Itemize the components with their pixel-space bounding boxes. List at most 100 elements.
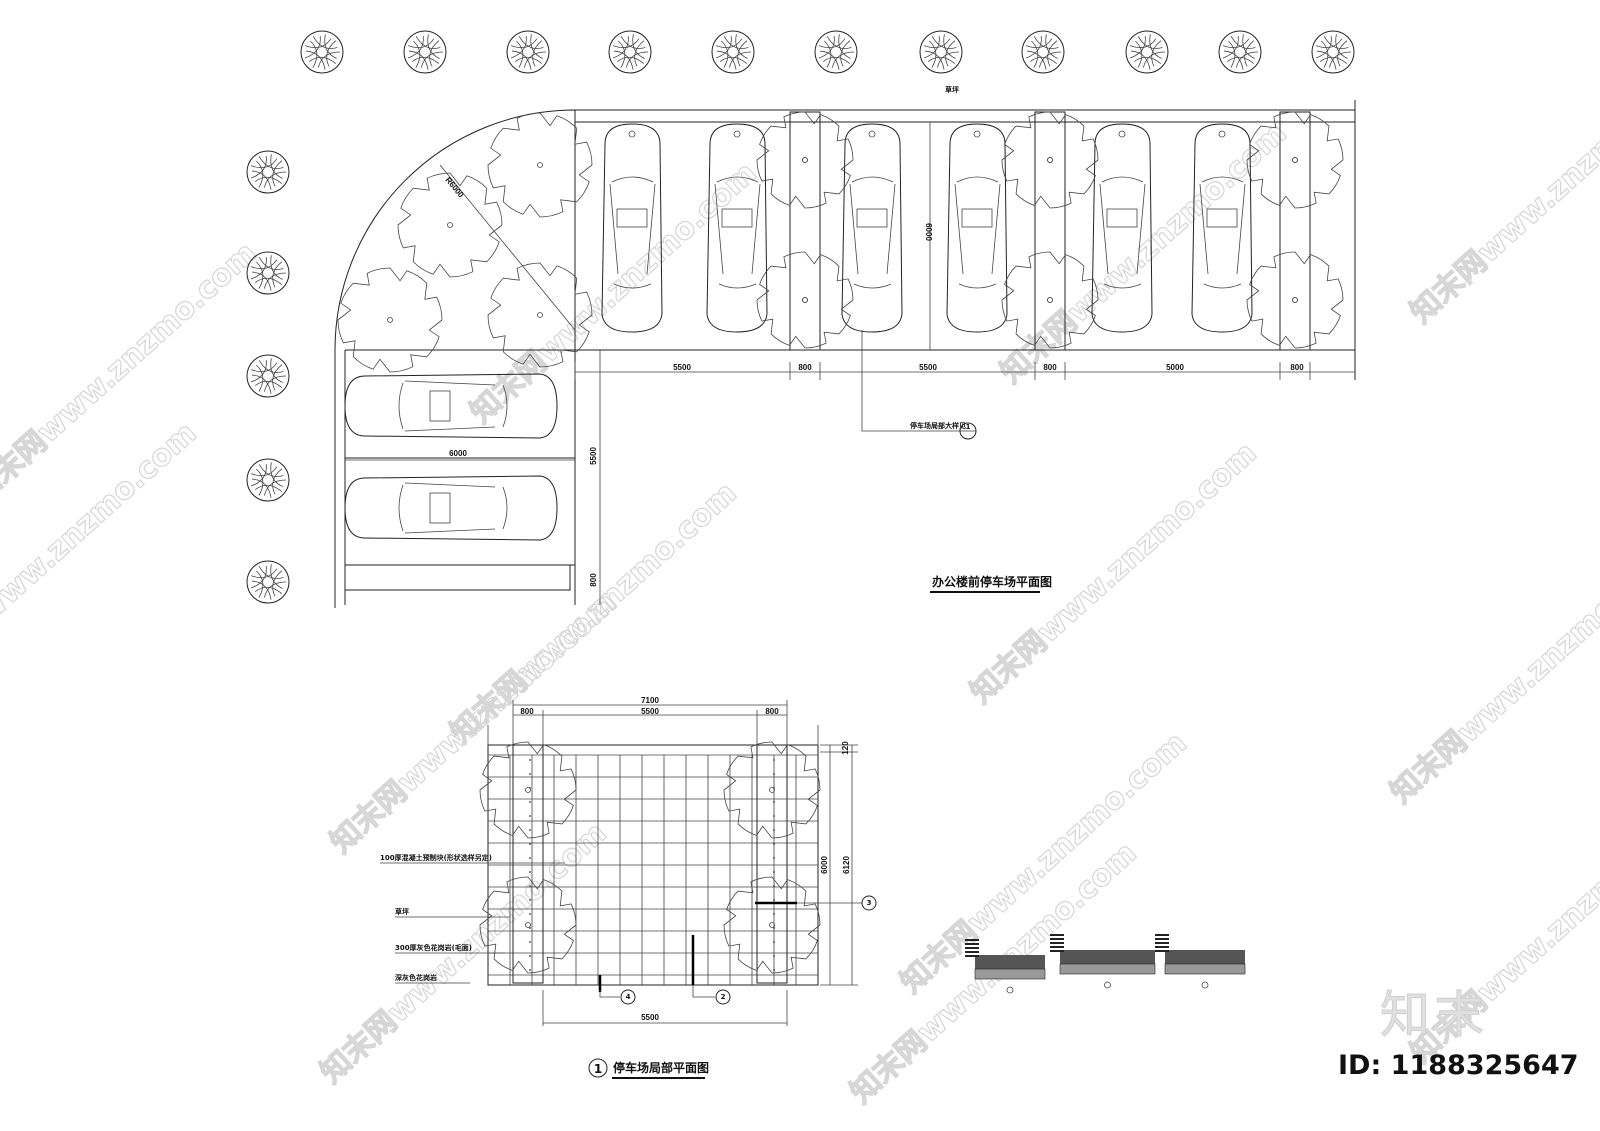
tree-branch [411,56,440,64]
planter-strips [337,111,1344,373]
tree-icon [919,30,963,74]
canopy-tree-icon [1001,251,1099,349]
tree-branch [272,570,283,597]
tree-branch [254,484,283,492]
tree-outline [608,30,652,74]
trunk-mark [447,222,453,228]
tree-outline [246,458,290,502]
tree-branch [1025,38,1053,49]
tree-branch [256,261,264,289]
tree-branch [326,40,337,67]
section-paving-layer [1060,950,1155,964]
tree-branch [1321,40,1329,68]
car-icon [946,123,1008,333]
car-body [601,123,663,333]
tree-branch [254,586,283,594]
tree-branch [820,50,840,70]
dim-5500-top: 5500 [641,707,659,716]
trunk-mark [1047,157,1053,163]
callout-number: 1 [966,423,971,431]
canopy-outline [723,741,821,839]
section-detail [1155,934,1246,989]
section-callout [1201,981,1209,989]
tree-branch [258,156,284,169]
tree-outline [919,30,963,74]
tree-branch [516,40,524,68]
tree-branch [927,56,956,64]
dim-120: 120 [841,741,850,755]
tree-branch [737,40,748,67]
detail-dim-lines-top [487,700,819,745]
dim-800-b: 800 [1043,363,1057,372]
tree-branch [943,34,956,59]
tree-branch [272,364,283,391]
tree-branch [409,50,429,70]
tree-branch [1027,50,1047,70]
detail-title-circle [588,1058,608,1078]
tree-icon [246,251,290,295]
section-details [965,934,1246,994]
detail-dim-lines-right [820,744,858,986]
paving-grid [479,741,821,985]
trunk-mark [537,162,543,168]
tree-branch [1047,40,1058,67]
tree-symbols [246,30,1355,604]
gravel-dot [529,941,531,943]
canopy-tree-icon [397,172,503,278]
detail-dim-bottom [542,990,788,1026]
car-cabin [954,176,1001,289]
car-cabin [398,482,508,534]
gravel-dot [773,955,775,957]
callout-2-number: 2 [721,993,726,1001]
car-icon [1091,123,1153,333]
canopy-outline [487,262,593,368]
dim-5500-b: 5500 [919,363,937,372]
trunk-mark [1292,297,1298,303]
callout-2-circle [715,989,731,1005]
parking-boundary [575,100,1356,380]
tree-branch [254,176,283,184]
tree-branch [936,51,960,68]
tree-branch [258,257,284,270]
tree-branch [1226,56,1255,64]
car-roof [856,208,888,228]
lawn-label: 草坪 [945,85,959,94]
gravel-dot [529,759,531,761]
canopy-outline [723,876,821,974]
tree-outline [246,354,290,398]
tree-outline [1021,30,1065,74]
gravel-dot [529,857,531,859]
gravel-dot [529,801,531,803]
tree-branch [719,56,748,64]
section-base-layer [1164,963,1246,975]
gravel-dot [773,815,775,817]
brand-watermark: 知末 [1380,986,1488,1045]
canopy-outline [756,251,854,349]
parking-plan: R6000 草坪 5500 800 5500 800 5000 800 6000… [334,85,1356,608]
tree-outline [300,30,344,74]
tree-branch [305,38,332,49]
gravel-dot [773,829,775,831]
tree-branch [612,36,629,59]
tree-branch [616,56,645,64]
dim-800-c: 800 [1290,363,1304,372]
gravel-dot [529,899,531,901]
tree-branch [252,374,272,394]
gravel-dot [773,857,775,859]
tree-branch [715,36,732,59]
note-dark-granite: 深灰色花岗岩 [395,973,437,982]
note-granite-300: 300厚灰色花岗岩(毛面) [395,943,472,952]
tree-branch [925,50,945,70]
dimension-line-top [574,362,1355,380]
canopy-outline [397,172,503,278]
tree-branch [263,272,287,289]
car-roof [616,208,648,228]
gravel-dot [773,913,775,915]
gravel-dot [773,885,775,887]
gravel-dot [529,885,531,887]
tree-branch [625,51,649,68]
callout-3-circle [861,895,877,911]
tree-branch [254,277,283,285]
tree-branch [1319,56,1348,64]
